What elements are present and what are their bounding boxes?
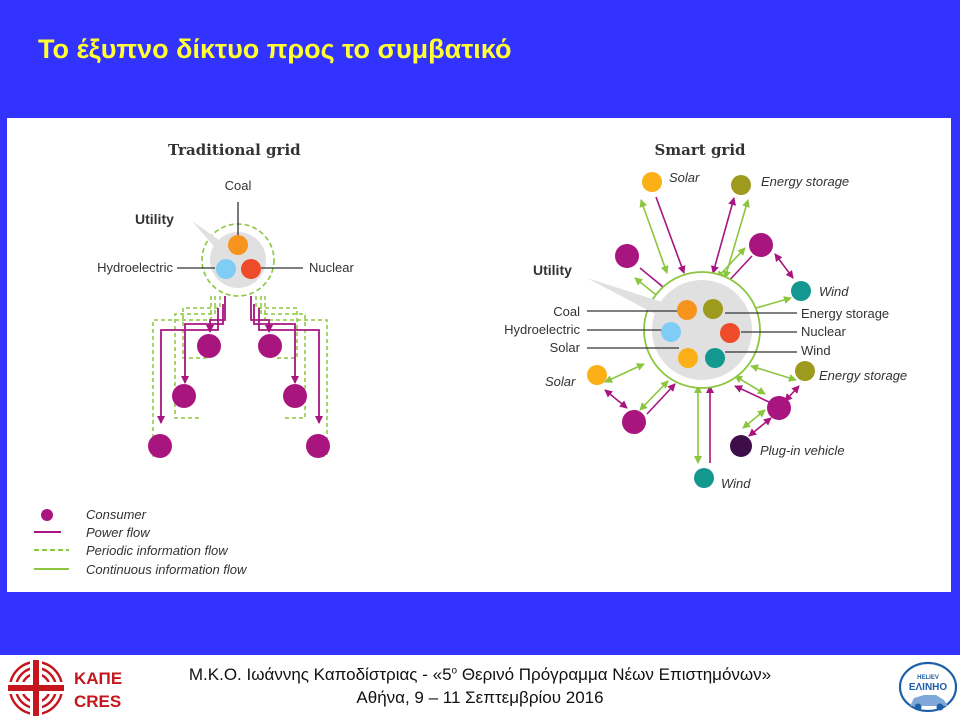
car-icon (910, 695, 948, 706)
footer-line-1-superscript: ο (451, 665, 458, 677)
grid-comparison-diagram: Traditional grid Utility Coal Hydroelect… (7, 118, 951, 592)
smart-right-wind-label: Wind (819, 284, 849, 299)
helieve-logo: HELIEV ΕΛΙΝΗΟ (898, 660, 958, 718)
legend-consumer-swatch (41, 509, 53, 521)
smart-right-wind-dot (791, 281, 811, 301)
smart-storage-label: Energy storage (801, 306, 889, 321)
smart-bottom-wind-dot (694, 468, 714, 488)
smart-consumer-dot (767, 396, 791, 420)
smart-hydro-dot (661, 322, 681, 342)
smart-grid: Smart grid (504, 141, 907, 491)
smart-consumer-dot (622, 410, 646, 434)
smart-bottom-wind-label: Wind (721, 476, 751, 491)
footer-line-2: Αθήνα, 9 – 11 Σεπτεμβρίου 2016 (356, 688, 604, 707)
traditional-grid: Traditional grid Utility Coal Hydroelect… (97, 141, 354, 458)
smart-solar-label: Solar (550, 340, 581, 355)
legend-periodic-label: Periodic information flow (86, 543, 229, 558)
smart-top-solar-dot (642, 172, 662, 192)
smart-storage-dot (703, 299, 723, 319)
smart-nuclear-label: Nuclear (801, 324, 846, 339)
legend-continuous-label: Continuous information flow (86, 562, 248, 577)
cres-logo-text-greek: ΚΑΠΕ (74, 669, 122, 688)
smart-hydro-label: Hydroelectric (504, 322, 580, 337)
footer-line-1-end: Θερινό Πρόγραμμα Νέων Επιστημόνων» (457, 665, 772, 684)
smart-top-solar-label: Solar (669, 170, 700, 185)
diagram-svg: Traditional grid Utility Coal Hydroelect… (34, 141, 907, 577)
helieve-logo-icon: HELIEV ΕΛΙΝΗΟ (898, 661, 958, 713)
legend-power-label: Power flow (86, 525, 151, 540)
smart-wind-label: Wind (801, 343, 831, 358)
smart-top-storage-dot (731, 175, 751, 195)
legend: Consumer Power flow Periodic information… (34, 507, 248, 577)
traditional-nuclear-label: Nuclear (309, 260, 354, 275)
traditional-consumer-dot (258, 334, 282, 358)
traditional-coal-label: Coal (225, 178, 252, 193)
slide-title: Το έξυπνο δίκτυο προς το συμβατικό (38, 34, 512, 64)
traditional-utility-label: Utility (135, 211, 174, 227)
traditional-hydro-dot (216, 259, 236, 279)
traditional-consumer-dot (306, 434, 330, 458)
smart-grid-heading: Smart grid (654, 141, 746, 159)
smart-consumer-dot (615, 244, 639, 268)
cres-logo-text-latin: CRES (74, 692, 121, 711)
smart-utility-callout (587, 278, 662, 316)
smart-utility-hub (652, 280, 752, 380)
cres-logo-icon: ΚΑΠΕ CRES (6, 658, 122, 718)
smart-wind-dot (705, 348, 725, 368)
traditional-consumer-dot (283, 384, 307, 408)
traditional-utility-callout (192, 221, 219, 250)
traditional-hydro-label: Hydroelectric (97, 260, 173, 275)
smart-plugin-vehicle-label: Plug-in vehicle (760, 443, 845, 458)
traditional-consumer-dot (197, 334, 221, 358)
traditional-grid-heading: Traditional grid (168, 141, 301, 159)
smart-solar-dot (678, 348, 698, 368)
traditional-consumer-dot (148, 434, 172, 458)
smart-top-storage-label: Energy storage (761, 174, 849, 189)
smart-coal-dot (677, 300, 697, 320)
smart-utility-label: Utility (533, 262, 572, 278)
traditional-coal-dot (228, 235, 248, 255)
slide-footer: Μ.Κ.Ο. Ιωάννης Καποδίστριας - «5ο Θερινό… (0, 655, 960, 720)
helieve-logo-main-text: ΕΛΙΝΗΟ (909, 682, 948, 693)
cres-logo: ΚΑΠΕ CRES (6, 658, 136, 718)
traditional-consumer-dot (172, 384, 196, 408)
traditional-right-branch (250, 296, 328, 457)
smart-coal-label: Coal (553, 304, 580, 319)
footer-line-1-main: Μ.Κ.Ο. Ιωάννης Καποδίστριας - «5 (188, 665, 452, 684)
legend-consumer-label: Consumer (86, 507, 147, 522)
helieve-logo-top-text: HELIEV (917, 675, 939, 681)
smart-left-solar-dot (587, 365, 607, 385)
footer-line-1: Μ.Κ.Ο. Ιωάννης Καποδίστριας - «5ο Θερινό… (0, 665, 960, 685)
smart-plugin-vehicle-dot (730, 435, 752, 457)
smart-left-solar-label: Solar (545, 374, 576, 389)
smart-nuclear-dot (720, 323, 740, 343)
traditional-left-branch (152, 296, 226, 457)
smart-right-storage-dot (795, 361, 815, 381)
traditional-nuclear-dot (241, 259, 261, 279)
smart-right-storage-label: Energy storage (819, 368, 907, 383)
smart-consumer-dot (749, 233, 773, 257)
